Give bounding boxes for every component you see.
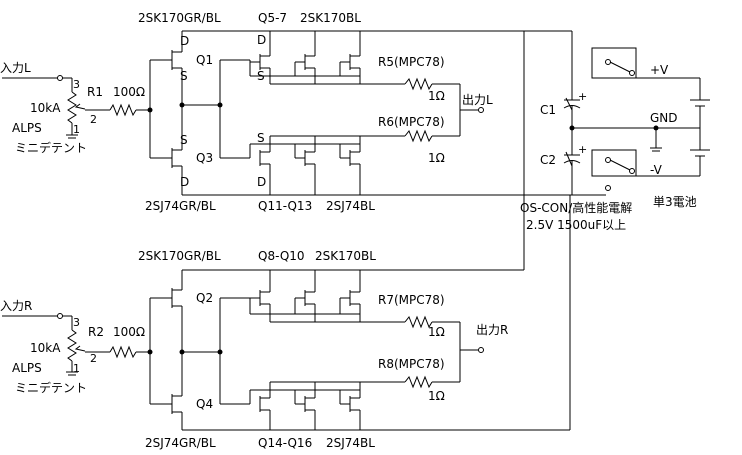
- right-r-top-resistor: [404, 315, 433, 329]
- power-switch-positive: [591, 47, 637, 79]
- svg-text:S: S: [257, 69, 265, 83]
- left-r-in-label: R1: [87, 85, 103, 99]
- left-r-in-resistor: [109, 103, 137, 117]
- left-p-jfet-array: [259, 136, 361, 195]
- left-p-group-label: Q11-Q13: [258, 199, 312, 213]
- left-q3-part: 2SJ74GR/BL: [145, 199, 216, 213]
- c2-capacitor: [563, 150, 581, 195]
- right-pot-wiper: [74, 345, 86, 352]
- left-n-jfet-array: [250, 31, 361, 84]
- left-r-bot-label: R6(MPC78): [378, 115, 445, 129]
- right-q4-label: Q4: [196, 397, 213, 411]
- left-pot-resistor: [67, 91, 77, 124]
- right-n-jfet-array: [250, 270, 361, 322]
- right-pot-type: ミニデテント: [15, 380, 87, 395]
- right-r-top-label: R7(MPC78): [378, 293, 445, 307]
- right-p-group-part: 2SJ74BL: [326, 436, 375, 450]
- left-input-terminal: [57, 75, 63, 81]
- left-output-label: 出力L: [462, 93, 493, 107]
- left-r-in-value: 100Ω: [113, 85, 145, 99]
- left-q3-label: Q3: [196, 151, 213, 165]
- right-channel: 入力R 3 2 1 10kA ALPS ミニデテント R2 100Ω Q2 2S…: [0, 249, 570, 450]
- left-n-group-label: Q5-7: [258, 11, 287, 25]
- right-q2-label: Q2: [196, 291, 213, 305]
- svg-text:+: +: [578, 143, 587, 156]
- svg-text:2: 2: [90, 113, 97, 126]
- left-output-terminal: [478, 107, 484, 113]
- svg-text:S: S: [180, 133, 188, 147]
- right-input-label: 入力R: [0, 299, 32, 313]
- svg-text:1: 1: [73, 362, 80, 375]
- right-r-bot-resistor: [404, 375, 433, 389]
- right-output-terminal: [478, 347, 484, 353]
- left-q1-label: Q1: [196, 53, 213, 67]
- svg-text:S: S: [180, 69, 188, 83]
- right-p-jfet-array: [259, 382, 361, 430]
- c1-label: C1: [540, 103, 556, 117]
- capacitor-spec-label: 2.5V 1500uF以上: [526, 218, 626, 232]
- right-n-group-label: Q8-Q10: [258, 249, 305, 263]
- power-switch-negative: [591, 149, 637, 177]
- left-n-group-part: 2SK170BL: [300, 11, 361, 25]
- right-pot-maker: ALPS: [12, 361, 42, 375]
- right-q2-part: 2SK170GR/BL: [138, 249, 221, 263]
- right-r-bot-label: R8(MPC78): [378, 357, 445, 371]
- left-q1-part: 2SK170GR/BL: [138, 11, 221, 25]
- svg-text:D: D: [180, 34, 189, 48]
- right-output-label: 出力R: [476, 323, 508, 337]
- left-r-top-resistor: [404, 77, 433, 91]
- left-pot-wiper: [74, 103, 86, 110]
- svg-text:2: 2: [90, 352, 97, 365]
- left-channel: 入力L 3 2 1 10kA ALPS ミニデテント R1 100Ω D S Q…: [0, 11, 570, 213]
- right-r-in-resistor: [109, 345, 137, 359]
- right-input-terminal: [57, 313, 63, 319]
- svg-text:S: S: [257, 131, 265, 145]
- c1-capacitor: [563, 95, 581, 150]
- capacitor-type-label: OS-CON/高性能電解: [520, 200, 632, 215]
- svg-text:3: 3: [73, 78, 80, 91]
- left-r-bot-value: 1Ω: [428, 151, 445, 165]
- svg-text:+: +: [578, 90, 587, 103]
- right-q4-part: 2SJ74GR/BL: [145, 436, 216, 450]
- pos-voltage-label: +V: [650, 63, 669, 77]
- battery-label: 単3電池: [653, 195, 697, 209]
- right-r-in-label: R2: [88, 325, 104, 339]
- right-pot-resistor: [67, 329, 77, 362]
- svg-text:1: 1: [73, 123, 80, 136]
- right-pot-value: 10kA: [30, 341, 61, 355]
- power-supply: C1 + C2 + GND: [520, 30, 710, 430]
- right-n-group-part: 2SK170BL: [315, 249, 376, 263]
- c2-label: C2: [540, 153, 556, 167]
- right-r-in-value: 100Ω: [113, 325, 145, 339]
- left-p-group-part: 2SJ74BL: [326, 199, 375, 213]
- left-r-bot-resistor: [404, 129, 433, 143]
- svg-text:D: D: [180, 175, 189, 189]
- left-pot-value: 10kA: [30, 101, 61, 115]
- svg-text:D: D: [257, 175, 266, 189]
- right-r-bot-value: 1Ω: [428, 389, 445, 403]
- left-pot-type: ミニデテント: [15, 140, 87, 155]
- battery-stack: [690, 78, 710, 176]
- svg-text:3: 3: [73, 316, 80, 329]
- left-r-top-value: 1Ω: [428, 89, 445, 103]
- left-input-label: 入力L: [0, 61, 31, 75]
- svg-text:D: D: [257, 33, 266, 47]
- left-r-top-label: R5(MPC78): [378, 55, 445, 69]
- right-p-group-label: Q14-Q16: [258, 436, 312, 450]
- left-pot-maker: ALPS: [12, 121, 42, 135]
- right-r-top-value: 1Ω: [428, 325, 445, 339]
- neg-voltage-label: -V: [650, 163, 663, 177]
- gnd-label: GND: [650, 111, 678, 125]
